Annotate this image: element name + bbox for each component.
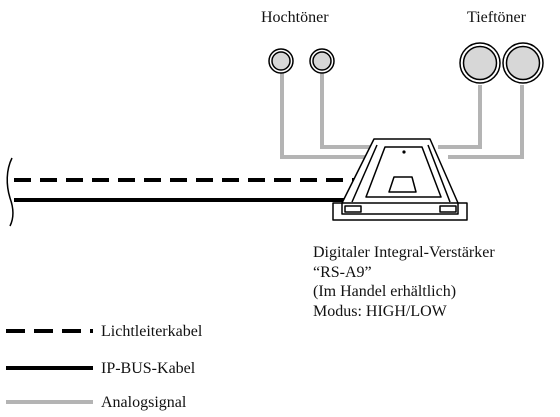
amplifier-foot-left xyxy=(344,205,362,213)
legend-swatches xyxy=(6,329,93,404)
tweeter-label: Hochtöner xyxy=(261,9,329,26)
amplifier xyxy=(332,138,468,221)
tweeter-right-cone xyxy=(312,51,332,71)
amplifier-model: “RS-A9” xyxy=(313,263,372,281)
amplifier-name: Digitaler Integral-Verstärker xyxy=(313,244,495,261)
amplifier-top xyxy=(365,146,442,198)
analog-wire-woofer-right xyxy=(448,85,524,159)
woofer-label: Tieftöner xyxy=(467,9,526,26)
analog-wiring xyxy=(280,73,524,159)
legend-label-ipbus: IP-BUS-Kabel xyxy=(101,360,196,377)
woofer-right-cone xyxy=(505,45,541,81)
legend-label-analog: Analogsignal xyxy=(101,394,187,411)
legend-label-fiber: Lichtleiterkabel xyxy=(101,323,203,340)
tweeter-left-cone xyxy=(271,51,291,71)
amplifier-display xyxy=(388,176,417,193)
woofer-speakers xyxy=(459,42,544,84)
analog-wire-tweeter-right xyxy=(320,73,378,149)
tweeter-speakers xyxy=(268,48,335,74)
amplifier-fin-right xyxy=(427,144,451,203)
amplifier-caption: Digitaler Integral-Verstärker “RS-A9” (I… xyxy=(313,243,495,321)
amplifier-foot-right xyxy=(439,205,457,213)
amplifier-mode: Modus: HIGH/LOW xyxy=(313,302,447,320)
amplifier-fin-left xyxy=(351,144,378,203)
woofer-left-cone xyxy=(462,45,498,81)
amplifier-availability: (Im Handel erhältlich) xyxy=(313,283,457,300)
analog-wire-tweeter-left xyxy=(280,73,372,159)
amplifier-indicator xyxy=(402,150,406,154)
analog-wire-woofer-left xyxy=(438,85,482,149)
cable-cut-mark xyxy=(6,157,14,227)
